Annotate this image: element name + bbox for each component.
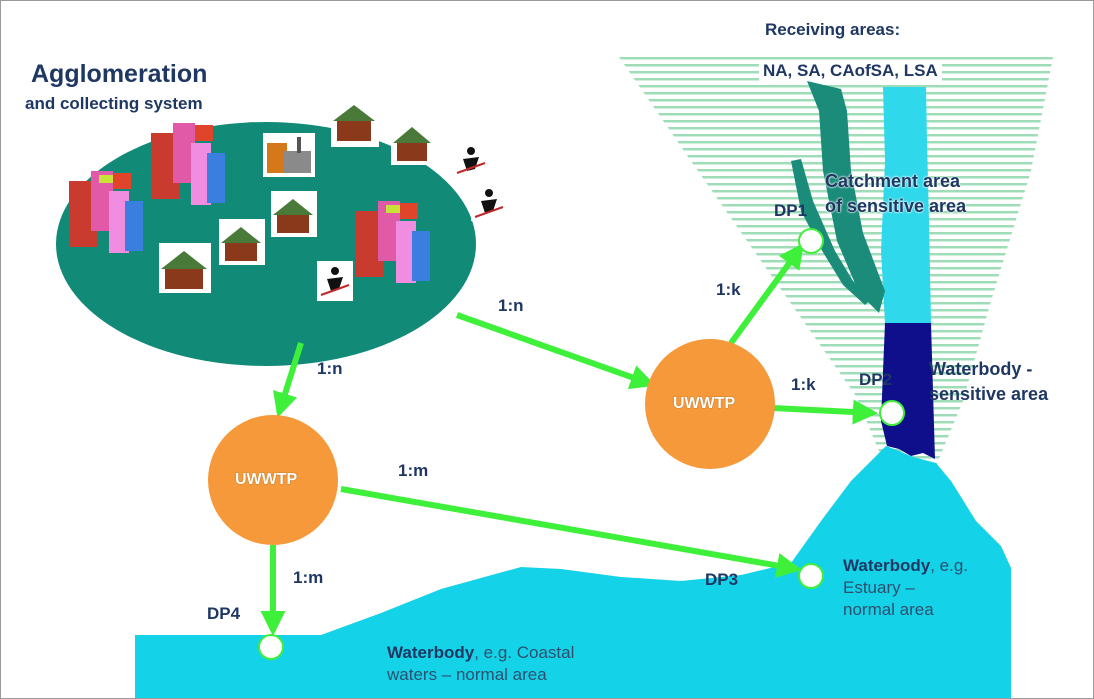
- house-icon: [391, 119, 435, 165]
- skier-icon: [317, 261, 353, 301]
- ratio-right-plant-to-dp2: 1:k: [791, 375, 816, 394]
- sensitive-waterbody-line-2: sensitive area: [929, 384, 1049, 404]
- estuary-label: Waterbody, e.g. Estuary – normal area: [843, 555, 968, 621]
- catchment-line-2: of sensitive area: [825, 196, 967, 216]
- factory-icon: [263, 133, 315, 177]
- treatment-plant-right: [645, 339, 775, 469]
- ratio-right-plant-to-dp1: 1:k: [716, 280, 741, 299]
- flow-arrow-left-plant-to-dp3: [340, 486, 802, 578]
- ratio-left-plant-to-dp4: 1:m: [293, 568, 324, 587]
- estuary-label-rest: , e.g.: [930, 556, 969, 575]
- receiving-areas-heading: Receiving areas:: [765, 20, 901, 39]
- estuary-water: [135, 446, 1011, 698]
- flow-arrow-agg-to-right-plant: [455, 312, 656, 390]
- receiving-areas-list: NA, SA, CAofSA, LSA: [759, 61, 942, 81]
- agglomeration-subtitle: and collecting system: [25, 94, 203, 113]
- city-building-icon: [69, 171, 143, 253]
- treatment-plant-right-label: UWWTP: [673, 395, 736, 412]
- coastal-label: Waterbody, e.g. Coastal waters – normal …: [387, 642, 574, 686]
- discharge-point-dp1: [798, 228, 824, 254]
- agglomeration-title: Agglomeration: [31, 60, 208, 88]
- ratio-agg-to-right-plant: 1:n: [498, 296, 524, 315]
- catchment-area-label: Catchment area of sensitive area: [825, 169, 966, 219]
- house-icon: [331, 97, 379, 147]
- catchment-line-1: Catchment area: [825, 171, 961, 191]
- skier-icon: [453, 141, 489, 177]
- river-upper: [881, 87, 931, 323]
- city-building-icon: [151, 123, 225, 205]
- discharge-point-dp2: [879, 400, 905, 426]
- estuary-label-line-3: normal area: [843, 600, 934, 619]
- house-icon: [159, 243, 211, 293]
- dp1-label: DP1: [774, 201, 808, 220]
- treatment-plant-left: [208, 415, 338, 545]
- ratio-agg-to-left-plant: 1:n: [317, 359, 343, 378]
- skier-icon: [471, 183, 507, 221]
- flow-arrow-agg-to-left-plant: [273, 342, 304, 418]
- dp2-label: DP2: [859, 370, 893, 389]
- coastal-label-bold: Waterbody: [387, 643, 475, 662]
- flow-arrow-right-plant-to-dp2: [772, 399, 879, 425]
- dp4-label: DP4: [207, 604, 241, 623]
- tributary-2: [791, 159, 869, 305]
- discharge-point-dp4: [258, 634, 284, 660]
- dp3-label: DP3: [705, 570, 739, 589]
- house-icon: [271, 191, 317, 237]
- house-icon: [219, 219, 265, 265]
- coastal-label-line-2: waters – normal area: [387, 665, 547, 684]
- sensitive-waterbody: [881, 323, 935, 459]
- flow-arrow-right-plant-to-dp1: [728, 242, 804, 345]
- city-building-icon: [356, 201, 430, 283]
- coastal-label-rest: , e.g. Coastal: [474, 643, 575, 662]
- estuary-label-line-2: Estuary –: [843, 578, 915, 597]
- estuary-label-bold: Waterbody: [843, 556, 931, 575]
- tributary-1: [807, 81, 885, 313]
- sensitive-waterbody-label: Waterbody - sensitive area: [929, 357, 1048, 407]
- discharge-point-dp3: [798, 563, 824, 589]
- ratio-left-plant-to-dp3: 1:m: [398, 461, 429, 480]
- sensitive-waterbody-line-1: Waterbody -: [929, 359, 1033, 379]
- treatment-plant-left-label: UWWTP: [235, 471, 298, 488]
